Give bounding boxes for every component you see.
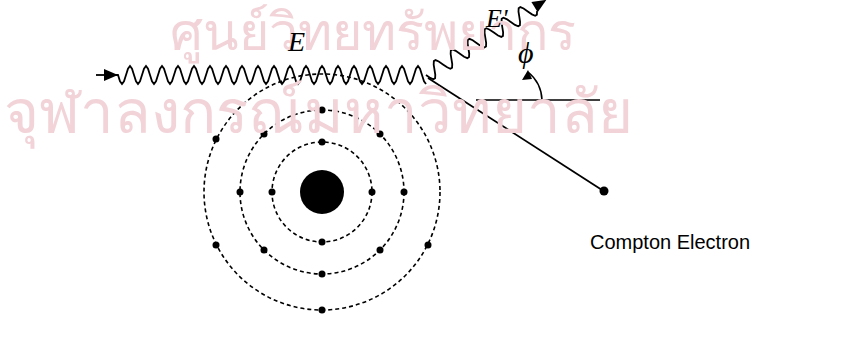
particle-label: Compton Electron	[590, 232, 750, 252]
arrowhead	[104, 69, 118, 81]
watermark: ศูนย์วิทยทรัพยากร	[170, 6, 576, 58]
watermark: จุฬาลงกรณ์มหาวิทยาลัย	[4, 82, 633, 142]
arrowhead	[522, 70, 532, 80]
energy-label: E'	[486, 6, 507, 32]
arrow-tail	[96, 74, 106, 76]
nucleus	[300, 170, 344, 214]
energy-label: E	[288, 28, 305, 56]
angle-label: ϕ	[518, 38, 534, 68]
compton-electron-dot	[600, 187, 609, 196]
